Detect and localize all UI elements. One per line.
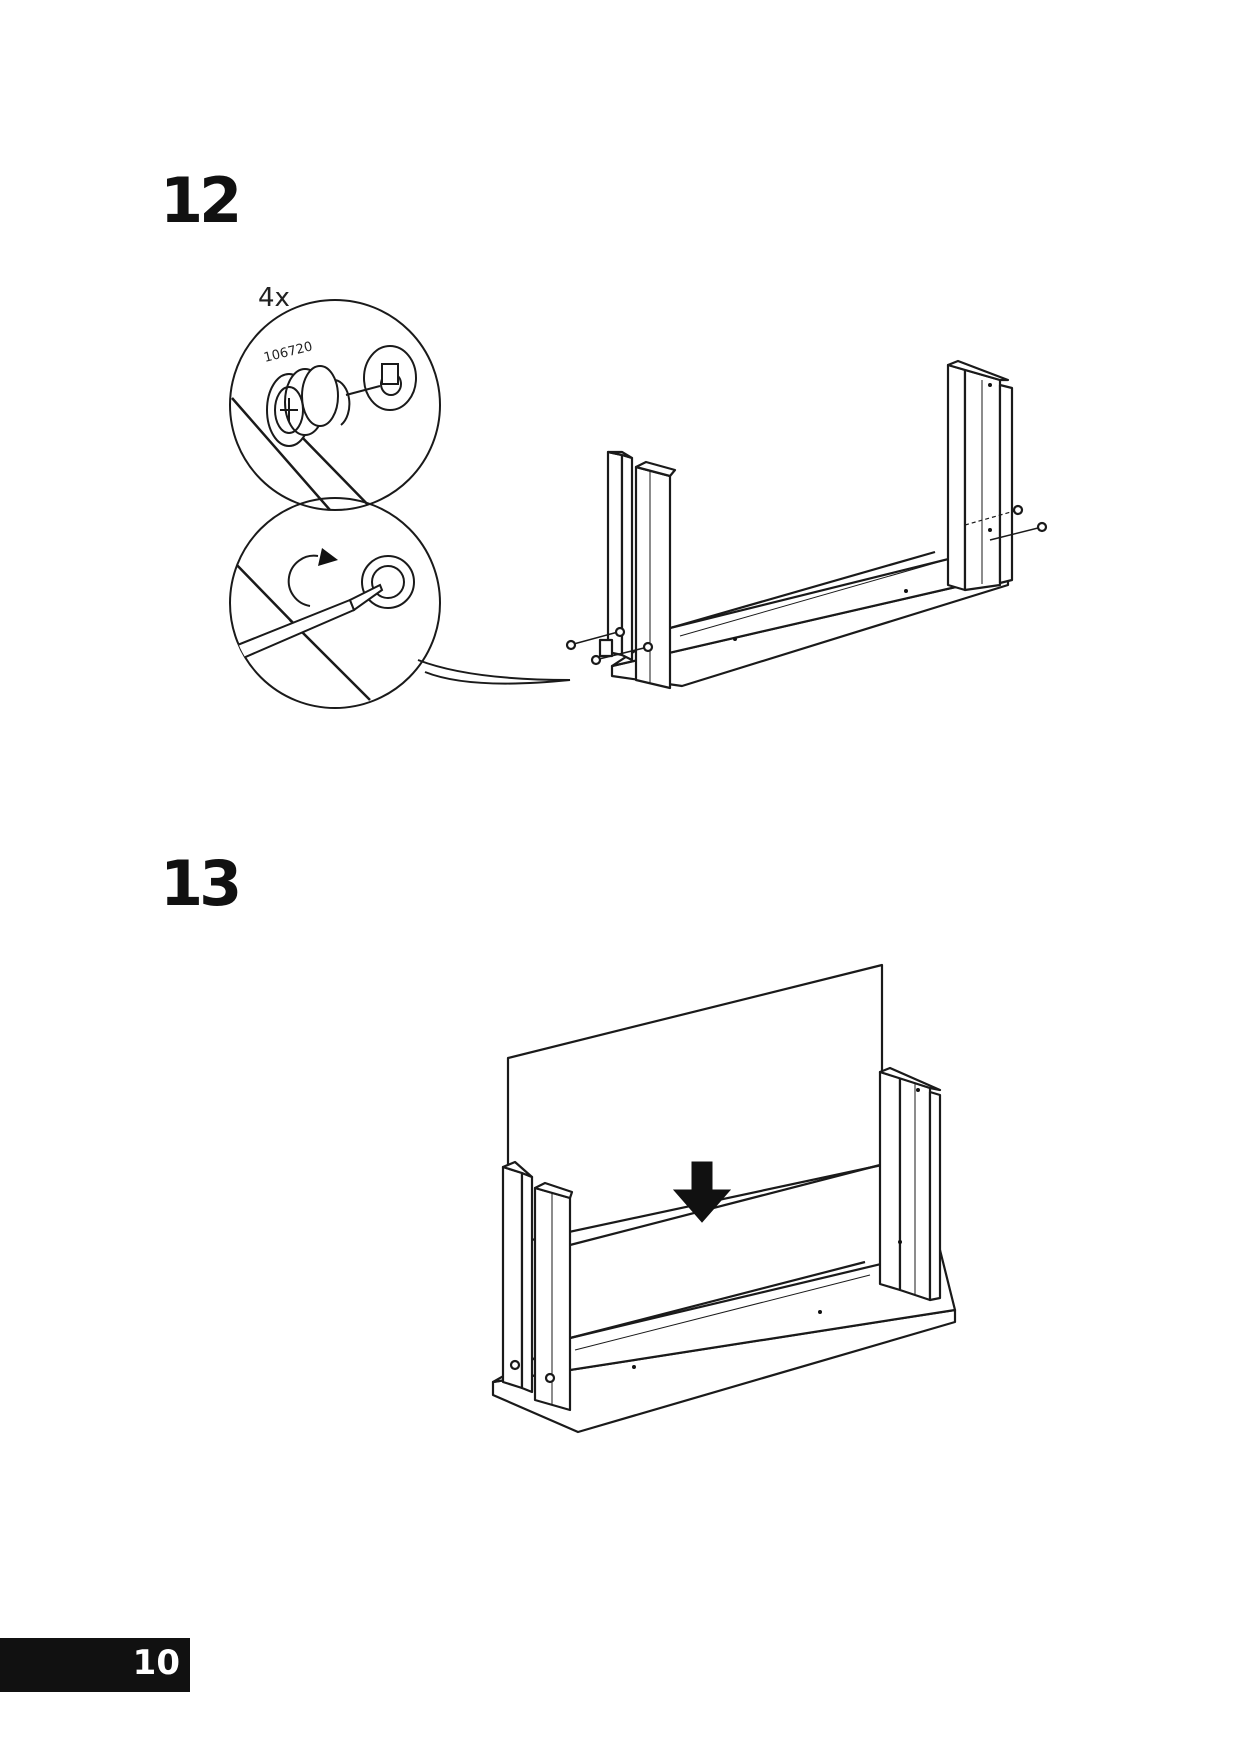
step-number-12: 12	[160, 164, 242, 237]
down-arrow-icon	[672, 1161, 732, 1223]
page-number-bar: 10	[0, 1638, 190, 1692]
frame-assembly-step-12	[565, 359, 1048, 690]
frame-assembly-step-13	[491, 963, 957, 1434]
page-number: 10	[132, 1643, 180, 1683]
step-number-13: 13	[160, 847, 242, 920]
detail-circle-screwdriver	[229, 497, 441, 709]
detail-circle-cam-lock	[229, 299, 441, 511]
quantity-label: 4x	[258, 283, 290, 313]
part-number-label: 106720	[262, 339, 314, 366]
